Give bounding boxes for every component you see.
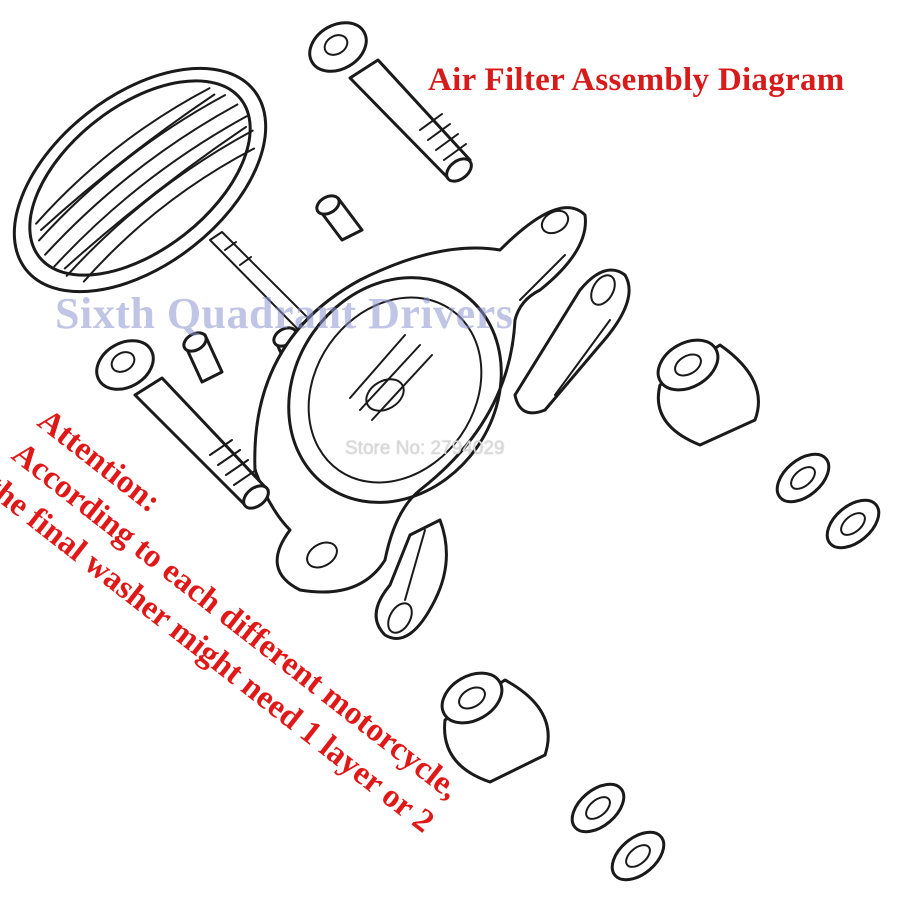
washer-lower-2 [610, 830, 666, 882]
long-bolt-top [308, 21, 473, 183]
store-number-label: Store No: 2794029 [345, 438, 505, 459]
bushing-upper [656, 338, 760, 447]
washer-upper-2 [825, 498, 881, 550]
long-bolt-lower [95, 339, 270, 510]
backing-plate [253, 206, 587, 594]
bushing-lower [440, 671, 550, 784]
watermark-text: Sixth Quadrant Drivers [55, 289, 514, 338]
spacer-bracket-lower [374, 518, 448, 640]
washer-lower-1 [570, 782, 626, 834]
set-screw-left [182, 331, 224, 384]
spacer-bracket-upper [513, 268, 631, 415]
washer-upper-1 [775, 452, 831, 504]
diagram-title: Air Filter Assembly Diagram [428, 62, 845, 98]
filter-cover [12, 66, 268, 294]
set-screw-upper [315, 194, 364, 242]
